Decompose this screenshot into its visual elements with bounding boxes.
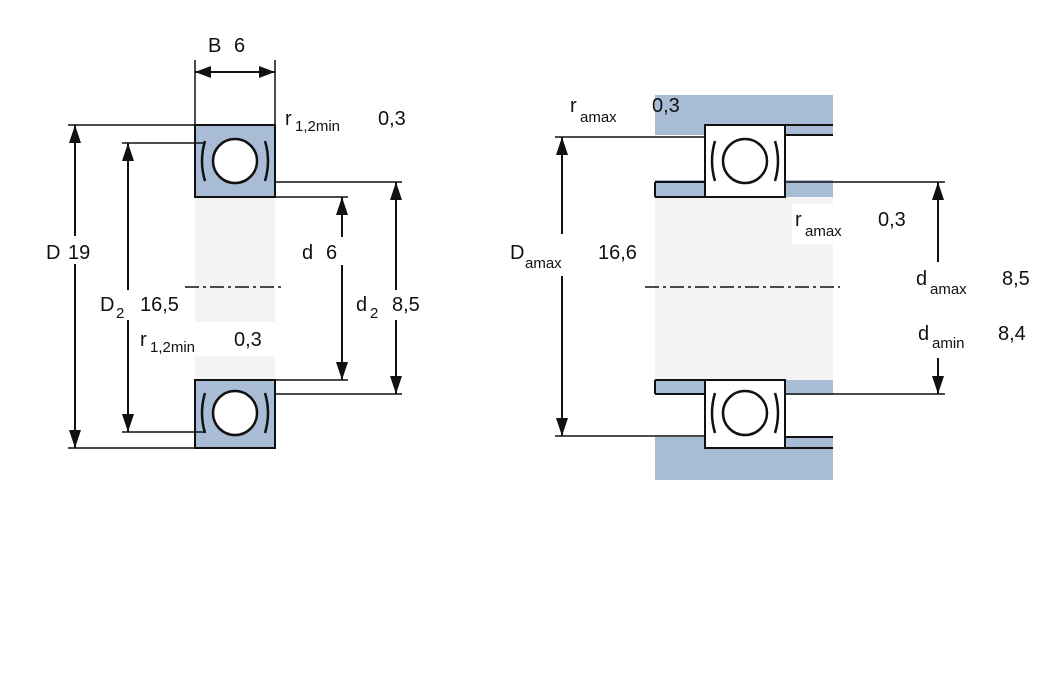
left-bottom-ring-section — [194, 379, 276, 449]
left-bottom-ball — [211, 389, 259, 437]
left-top-ring-section — [194, 124, 276, 198]
dim-da-min-sub: amin — [932, 335, 965, 352]
dim-D: D 19 — [44, 124, 195, 449]
dim-ra-top-symbol: r — [570, 95, 577, 117]
dim-r-bottom-symbol: r — [140, 329, 147, 351]
dim-da-max-symbol: d — [916, 268, 927, 290]
dim-da-max: d amax 8,5 — [916, 268, 1030, 298]
left-top-ball — [211, 137, 259, 185]
dim-r-bottom-value: 0,3 — [234, 329, 262, 351]
dim-D2: D 2 16,5 — [98, 142, 205, 433]
dim-r-top-symbol: r — [285, 108, 292, 130]
right-top-bearing — [704, 124, 786, 198]
dim-ra-mid-value: 0,3 — [878, 209, 906, 231]
dim-B-symbol: B — [208, 35, 221, 57]
dim-ra-mid-sub: amax — [805, 223, 842, 240]
dim-r-top: r 1,2min 0,3 — [285, 108, 406, 135]
dim-ra-mid: r amax 0,3 — [792, 204, 922, 244]
dim-d-symbol: d — [302, 242, 313, 264]
dim-d-value: 6 — [326, 242, 337, 264]
dim-D-value: 19 — [68, 242, 90, 264]
dim-d2: d 2 8,5 — [275, 181, 438, 395]
dim-r-top-value: 0,3 — [378, 108, 406, 130]
dim-da-min-symbol: d — [918, 323, 929, 345]
dim-r-top-sub: 1,2min — [295, 118, 340, 135]
dim-da-max-value: 8,5 — [1002, 268, 1030, 290]
right-mounting-view: D amax 16,6 r amax 0,3 r amax 0,3 — [506, 95, 1044, 480]
left-bearing-view: B 6 D 19 D 2 16,5 — [44, 35, 438, 449]
dim-da-min-value: 8,4 — [998, 323, 1026, 345]
dim-d2-sub: 2 — [370, 305, 378, 322]
dim-Da-sub: amax — [525, 255, 562, 272]
dim-ra-mid-symbol: r — [795, 209, 802, 231]
dim-ra-top-sub: amax — [580, 109, 617, 126]
dim-Da-symbol: D — [510, 242, 524, 264]
dim-d: d 6 — [275, 196, 348, 381]
dim-B: B 6 — [194, 35, 276, 125]
dim-B-value: 6 — [234, 35, 245, 57]
dim-da-min: d amin 8,4 — [918, 323, 1026, 352]
dim-D-symbol: D — [46, 242, 60, 264]
dim-ra-top: r amax 0,3 — [570, 95, 680, 126]
left-bottom-ring — [194, 379, 276, 449]
left-bottom-seals — [200, 392, 270, 434]
dim-r-bottom-sub: 1,2min — [150, 339, 195, 356]
dim-da-max-sub: amax — [930, 281, 967, 298]
dim-ra-top-value: 0,3 — [652, 95, 680, 117]
left-top-seals — [200, 140, 270, 182]
dim-D2-symbol: D — [100, 294, 114, 316]
dim-d2-symbol: d — [356, 294, 367, 316]
dim-D2-value: 16,5 — [140, 294, 179, 316]
dim-Da-value: 16,6 — [598, 242, 637, 264]
dim-d2-value: 8,5 — [392, 294, 420, 316]
dim-da — [785, 181, 1044, 395]
right-bottom-bearing — [704, 379, 786, 449]
dim-D2-sub: 2 — [116, 305, 124, 322]
dim-Da: D amax 16,6 — [506, 136, 705, 437]
dim-r-bottom: r 1,2min 0,3 — [136, 322, 276, 356]
